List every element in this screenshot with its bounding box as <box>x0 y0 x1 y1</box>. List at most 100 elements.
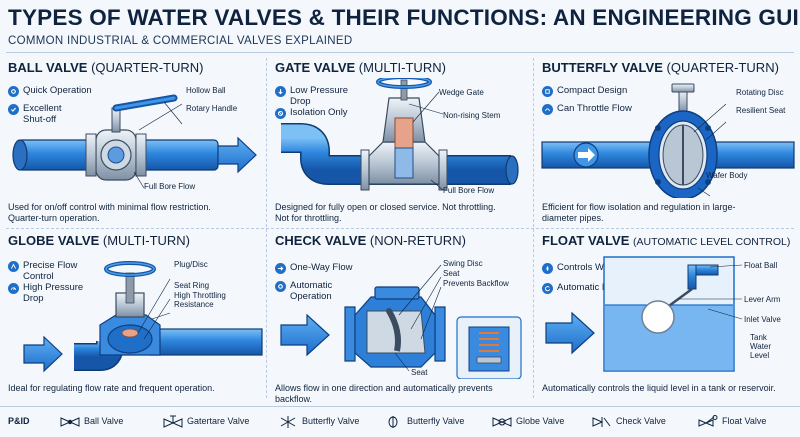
legend-item-ball-valve: Ball Valve <box>84 416 124 426</box>
valve-type: (MULTI-TURN) <box>102 233 191 248</box>
float-valve-symbol-icon <box>698 415 718 427</box>
legend-item-float-valve: Float Valve <box>722 416 767 426</box>
callout-seat: Seat <box>443 269 460 278</box>
ball-valve-illustration <box>12 94 257 189</box>
feature-text: Isolation Only <box>290 107 348 118</box>
panel-title: FLOAT VALVE (AUTOMATIC LEVEL CONTROL) <box>542 233 790 248</box>
valve-description: Automatically controls the liquid level … <box>542 383 776 393</box>
gate-valve-symbol-icon <box>163 415 183 428</box>
legend-item-butterfly-valve-2: Butterfly Valve <box>407 416 465 426</box>
panel-title: GLOBE VALVE (MULTI-TURN) <box>8 233 190 248</box>
butterfly-valve-symbol-icon <box>280 416 296 428</box>
gear-icon <box>8 86 19 97</box>
callout-float-ball: Float Ball <box>744 261 778 270</box>
feature-text: Precise Flow Control <box>23 260 78 282</box>
butterfly-valve-illustration <box>541 83 795 198</box>
panel-float-valve: FLOAT VALVE (AUTOMATIC LEVEL CONTROL) Co… <box>538 233 800 405</box>
feature-text: Quick Operation <box>23 85 92 96</box>
callout-swing-disc: Swing Disc <box>443 259 483 268</box>
panel-title: GATE VALVE (MULTI-TURN) <box>275 60 446 75</box>
arrow-right-icon <box>275 263 286 274</box>
legend-item-butterfly-valve: Butterfly Valve <box>302 416 360 426</box>
legend-label: P&ID <box>8 416 30 426</box>
valve-name: GATE VALVE <box>275 60 356 75</box>
gauge-icon <box>8 283 19 294</box>
refresh-icon <box>542 283 553 294</box>
block-icon <box>275 108 286 119</box>
feature-item: Quick Operation <box>8 85 92 97</box>
feature-item: Automatic Operation <box>275 280 333 302</box>
precise-icon <box>8 261 19 272</box>
throttle-icon <box>542 104 553 115</box>
valve-description: Efficient for flow isolation and regulat… <box>542 202 736 223</box>
panel-gate-valve: GATE VALVE (MULTI-TURN) Low Pressure Dro… <box>271 60 533 232</box>
globe-valve-symbol-icon <box>492 417 512 427</box>
feature-text: Automatic Operation <box>290 280 333 302</box>
feature-text: One-Way Flow <box>290 262 353 273</box>
callout-rotating-disc: Rotating Disc <box>736 88 784 97</box>
feature-text: Compact Design <box>557 85 628 96</box>
page-title: TYPES OF WATER VALVES & THEIR FUNCTIONS:… <box>8 5 800 30</box>
check-valve-symbol-icon <box>592 417 611 427</box>
valve-description: Ideal for regulating flow rate and frequ… <box>8 383 215 393</box>
legend-item-check-valve: Check Valve <box>616 416 666 426</box>
page-subtitle: COMMON INDUSTRIAL & COMMERCIAL VALVES EX… <box>8 35 353 47</box>
panel-check-valve: CHECK VALVE (NON-RETURN) One-Way Flow Au… <box>271 233 533 405</box>
panel-globe-valve: GLOBE VALVE (MULTI-TURN) Precise Flow Co… <box>4 233 266 405</box>
callout-high-throttling-resistance: High Throttling Resistance <box>174 291 226 309</box>
panel-butterfly-valve: BUTTERFLY VALVE (QUARTER-TURN) Compact D… <box>538 60 800 232</box>
check-icon <box>8 104 19 115</box>
feature-text: Low Pressure Drop <box>290 85 349 107</box>
callout-wafer-body: Wafer Body <box>706 171 748 180</box>
callout-full-bore-flow: Full Bore Flow <box>144 182 196 191</box>
feature-item: Excellent Shut-off <box>8 103 62 125</box>
callout-tank-water-level: Tank Water Level <box>750 333 772 360</box>
callout-seat-lower: Seat <box>411 368 428 377</box>
row-divider <box>6 228 794 229</box>
valve-type: (NON-RETURN) <box>369 233 466 248</box>
header-divider <box>6 52 794 53</box>
valve-name: BALL VALVE <box>8 60 88 75</box>
valve-name: BUTTERFLY VALVE <box>542 60 663 75</box>
panel-ball-valve: BALL VALVE (QUARTER-TURN) Quick Operatio… <box>4 60 266 232</box>
valve-description: Allows flow in one direction and automat… <box>275 383 493 404</box>
gate-valve-illustration <box>281 78 519 191</box>
valve-type: (AUTOMATIC LEVEL CONTROL) <box>633 236 791 248</box>
feature-item: Can Throttle Flow <box>542 103 632 115</box>
callout-lever-arm: Lever Arm <box>744 295 781 304</box>
callout-prevents-backflow: Prevents Backflow <box>443 279 509 288</box>
legend-item-gate-valve: Gatertare Valve <box>187 416 250 426</box>
panel-title: BUTTERFLY VALVE (QUARTER-TURN) <box>542 60 779 75</box>
callout-full-bore-flow: Full Bore Flow <box>443 186 495 195</box>
float-valve-illustration <box>545 256 743 372</box>
callout-wedge-gate: Wedge Gate <box>439 88 484 97</box>
valve-name: FLOAT VALVE <box>542 233 630 248</box>
valve-type: (MULTI-TURN) <box>358 60 446 75</box>
valve-type: (QUARTER-TURN) <box>666 60 779 75</box>
butterfly-valve-alt-symbol-icon <box>388 416 398 428</box>
feature-item: High Pressure Drop <box>8 282 84 304</box>
ball-valve-symbol-icon <box>60 417 80 427</box>
callout-resilient-seat: Resilient Seat <box>736 106 786 115</box>
legend-item-globe-valve: Globe Valve <box>516 416 565 426</box>
compact-icon <box>542 86 553 97</box>
callout-plug-disc: Plug/Disc <box>174 260 208 269</box>
callout-inlet-valve: Inlet Valve <box>744 315 781 324</box>
feature-item: Low Pressure Drop <box>275 85 349 107</box>
panel-title: BALL VALVE (QUARTER-TURN) <box>8 60 204 75</box>
feature-item: Precise Flow Control <box>8 260 78 282</box>
feature-text: High Pressure Drop <box>23 282 84 304</box>
callout-hollow-ball: Hollow Ball <box>186 86 226 95</box>
valve-type: (QUARTER-TURN) <box>91 60 204 75</box>
valve-description: Designed for fully open or closed servic… <box>275 202 496 223</box>
drop-icon <box>542 263 553 274</box>
callout-non-rising-stem: Non-rising Stem <box>443 111 501 120</box>
gear-icon <box>275 281 286 292</box>
feature-text: Can Throttle Flow <box>557 103 632 114</box>
down-arrow-icon <box>275 86 286 97</box>
valve-description: Used for on/off control with minimal flo… <box>8 202 211 223</box>
feature-item: One-Way Flow <box>275 262 353 274</box>
check-valve-illustration <box>280 264 522 379</box>
pid-legend: P&ID Ball Valve Gatertare Valve Butterfl… <box>0 406 800 437</box>
valve-name: CHECK VALVE <box>275 233 367 248</box>
